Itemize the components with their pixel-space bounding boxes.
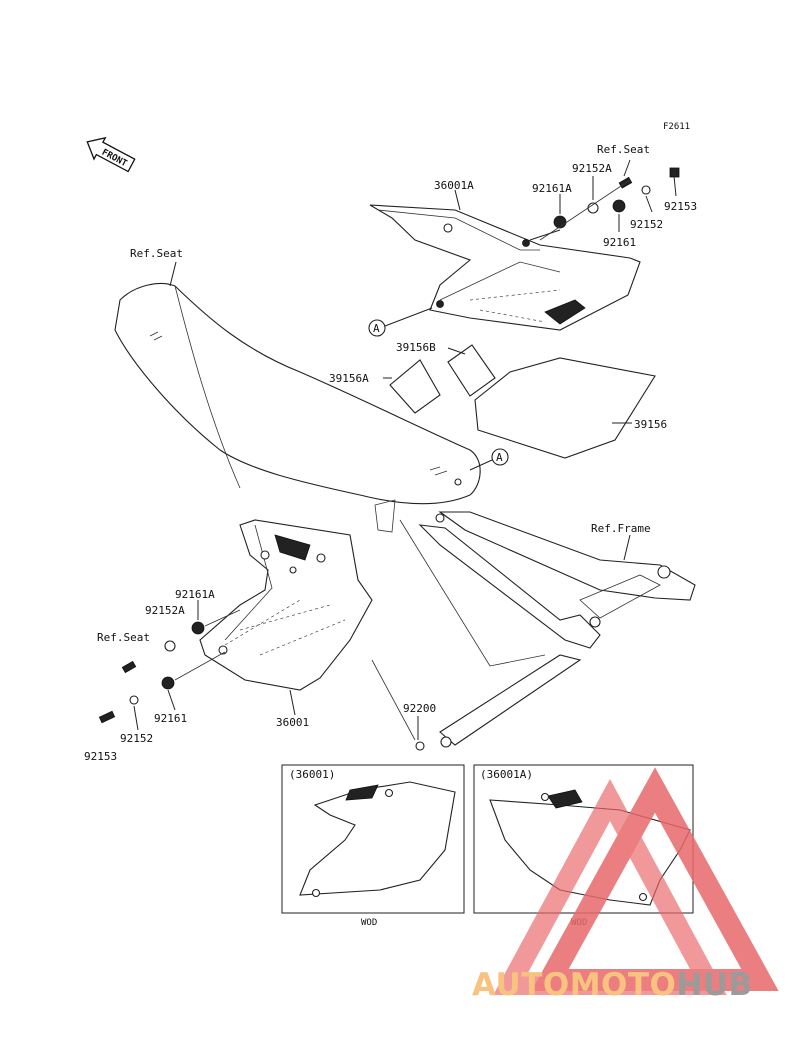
- label-92153-top: 92153: [664, 200, 697, 213]
- callout-a-label: A: [496, 451, 503, 464]
- watermark-triangle-icon: [493, 767, 779, 995]
- rear-frame-reference: [374, 499, 696, 748]
- decal-39156B: [447, 344, 496, 397]
- front-arrow-icon: FRONT: [86, 136, 136, 173]
- label-36001: 36001: [276, 716, 309, 729]
- label-ref-seat-left: Ref.Seat: [130, 247, 183, 260]
- inset-36001-title: (36001): [289, 768, 335, 781]
- callout-a-upper: A: [368, 307, 433, 337]
- label-39156B: 39156B: [396, 341, 436, 354]
- label-39156: 39156: [634, 418, 667, 431]
- automotohub-watermark: AUTOMOTOHUB: [472, 767, 779, 1003]
- seat-reference: [114, 261, 481, 505]
- label-ref-seat-bottom: Ref.Seat: [97, 631, 150, 644]
- side-cover-right-36001A: [369, 204, 641, 331]
- top-hardware: [454, 159, 680, 241]
- label-92152A-top: 92152A: [572, 162, 612, 175]
- figure-code: F2611: [663, 122, 690, 132]
- label-92161A-bottom: 92161A: [175, 588, 215, 601]
- label-92152-bottom: 92152: [120, 732, 153, 745]
- label-92152-top: 92152: [630, 218, 663, 231]
- callout-a-lower: A: [469, 448, 509, 471]
- decal-39156: [474, 357, 656, 459]
- inset-36001A-title: (36001A): [480, 768, 533, 781]
- label-ref-seat-top: Ref.Seat: [597, 143, 650, 156]
- callout-a-label: A: [373, 322, 380, 335]
- inset-36001-note: WOD: [361, 918, 377, 928]
- watermark-text: AUTOMOTOHUB: [472, 967, 753, 1003]
- inset-36001: (36001) WOD: [281, 764, 465, 928]
- watermark-hub: HUB: [676, 967, 752, 1003]
- part-labels: Ref.Seat 92152A 36001A 92161A 92153 9215…: [84, 143, 697, 763]
- label-92200: 92200: [403, 702, 436, 715]
- label-ref-frame: Ref.Frame: [591, 522, 651, 535]
- label-92161-top: 92161: [603, 236, 636, 249]
- decal-39156A: [383, 359, 441, 414]
- label-39156A: 39156A: [329, 372, 369, 385]
- label-92161-bottom: 92161: [154, 712, 187, 725]
- side-cover-left-36001: [199, 519, 373, 716]
- label-92161A-top: 92161A: [532, 182, 572, 195]
- watermark-automoto: AUTOMOTO: [472, 967, 676, 1003]
- label-92153-bottom: 92153: [84, 750, 117, 763]
- left-hardware: [98, 600, 425, 751]
- label-36001A: 36001A: [434, 179, 474, 192]
- label-92152A-bottom: 92152A: [145, 604, 185, 617]
